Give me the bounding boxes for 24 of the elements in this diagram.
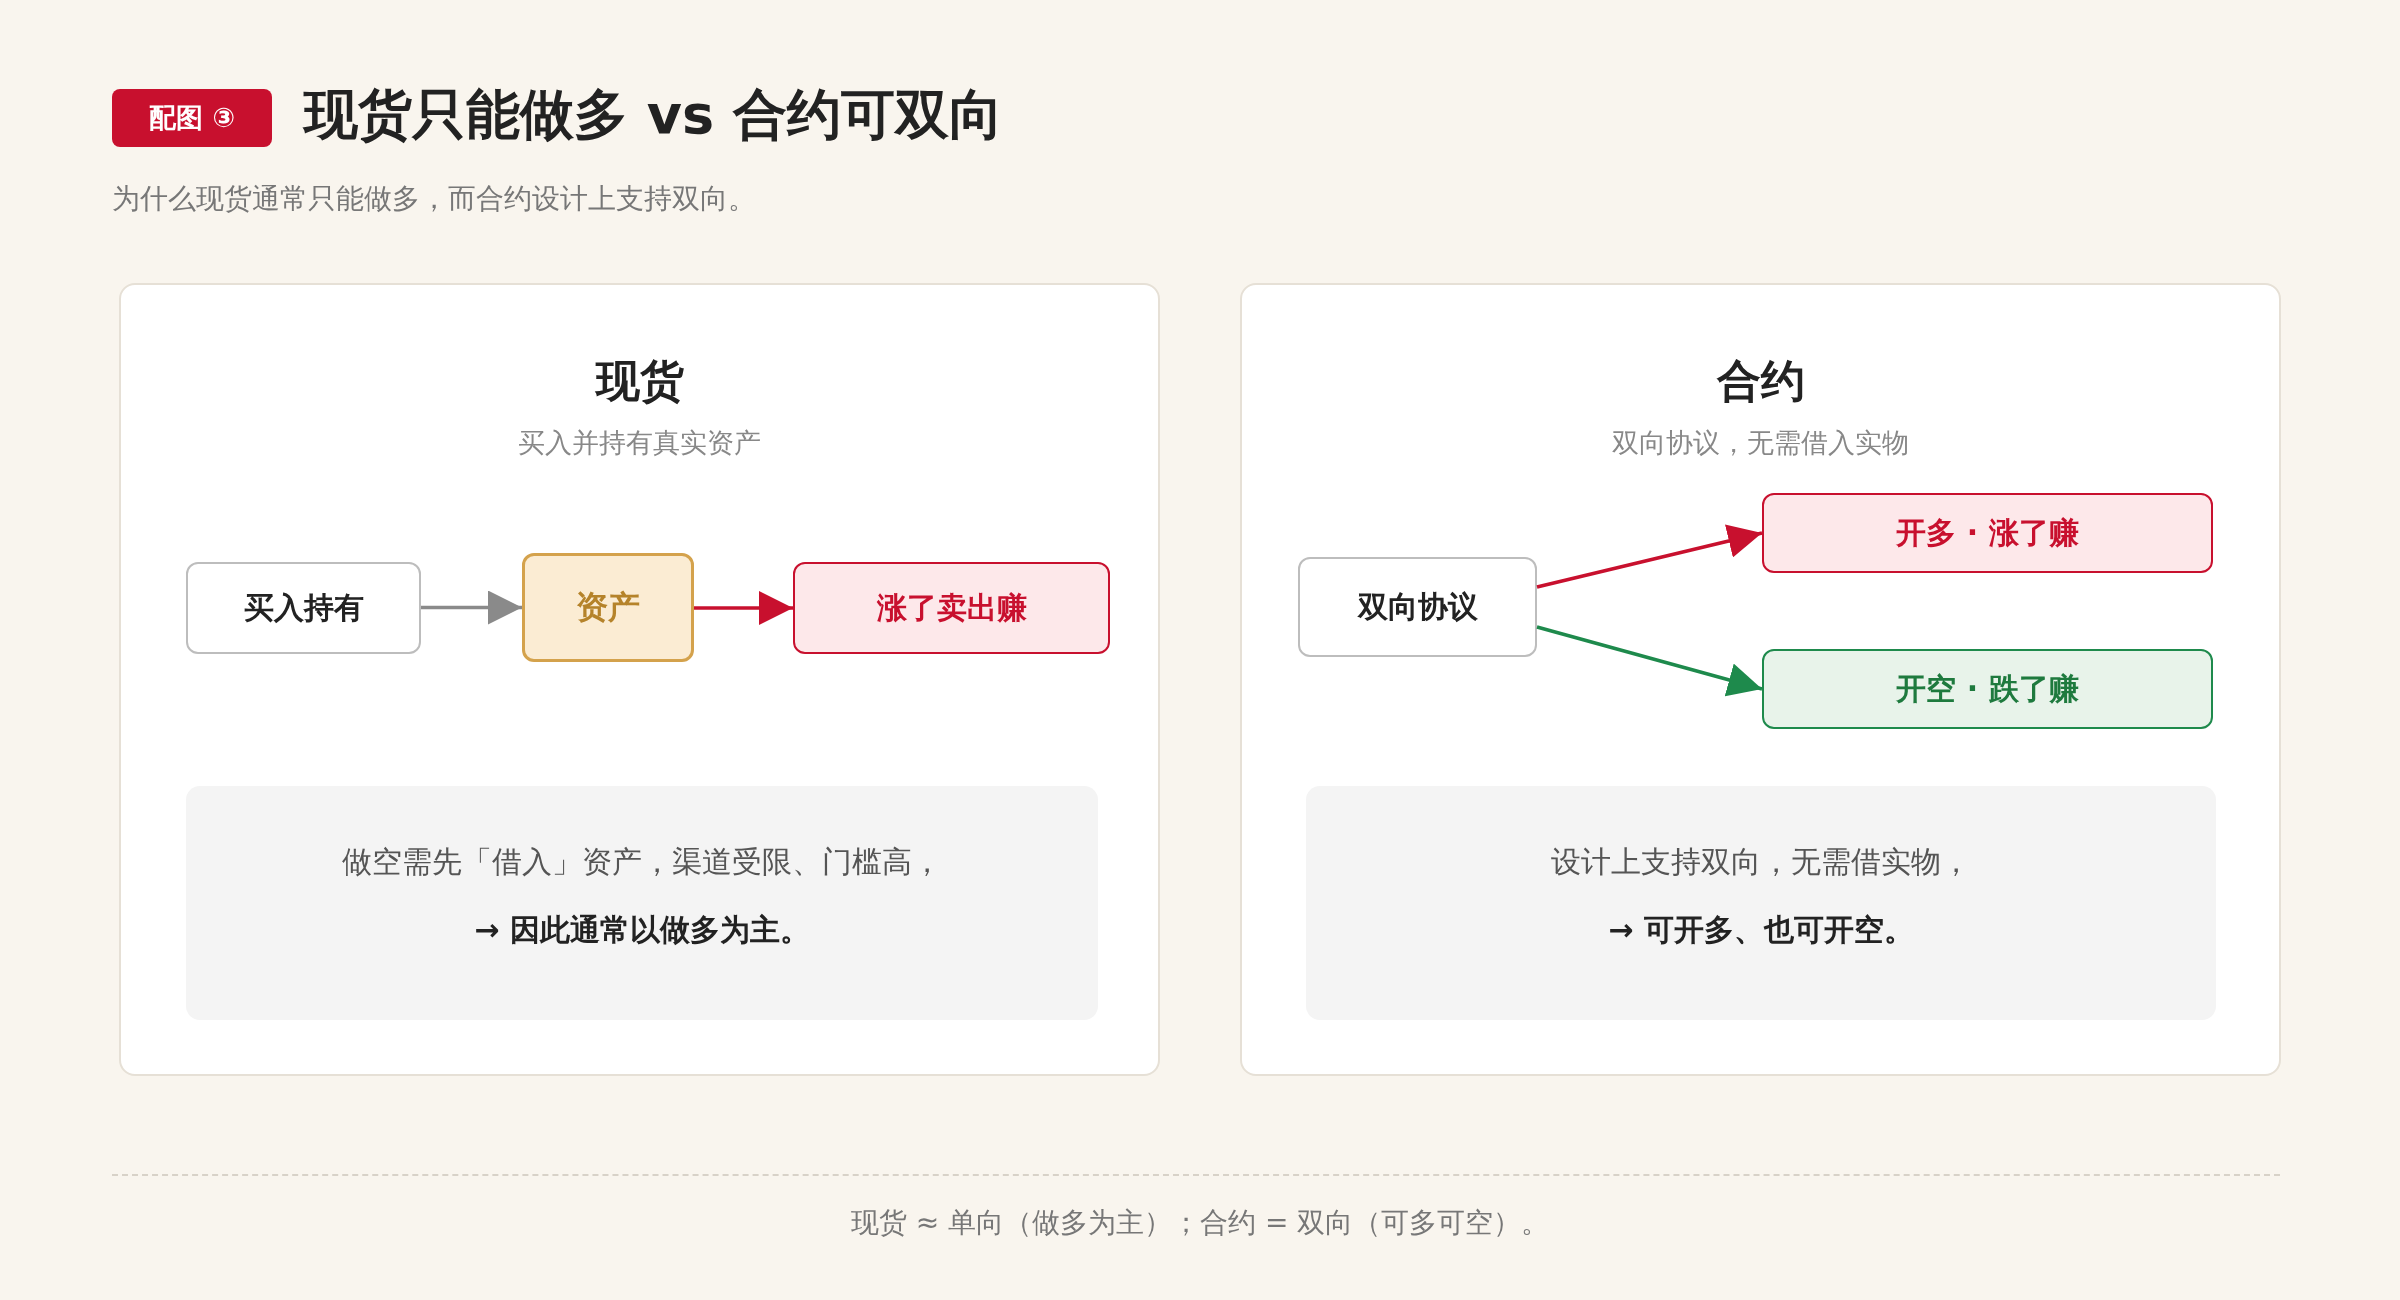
arrow [421,590,522,625]
note-text: 做空需先「借入」资产，渠道受限、门槛高， [341,843,943,881]
subtitle: 为什么现货通常只能做多，而合约设计上支持双向。 [112,181,756,217]
note-text: 设计上支持双向，无需借实物， [1550,843,1972,881]
result-box: 开多 · 涨了赚 [1762,493,2213,573]
process-box: 买入持有 [186,562,421,654]
panel-card [1240,283,2281,1076]
figure-badge: 配图 ③ [112,89,272,147]
result-box: 开空 · 跌了赚 [1762,649,2213,729]
panel-heading: 现货 [594,354,685,408]
result-box: 涨了卖出赚 [793,562,1110,654]
note-text: → 可开多、也可开空。 [1607,911,1915,949]
footer-note: 现货 ≈ 单向（做多为主）；合约 = 双向（可多可空）。 [849,1205,1551,1241]
panel-card [119,283,1160,1076]
arrow [1536,625,1763,697]
panel-subtitle: 买入并持有真实资产 [517,426,762,460]
arrow [694,591,793,625]
panel-heading: 合约 [1715,354,1806,408]
asset-box: 资产 [522,553,694,662]
title: 现货只能做多 vs 合约可双向 [304,82,1003,148]
note-text: → 因此通常以做多为主。 [473,911,811,949]
process-box: 双向协议 [1298,557,1537,657]
panel-subtitle: 双向协议，无需借入实物 [1611,426,1910,460]
arrow [1536,524,1763,589]
